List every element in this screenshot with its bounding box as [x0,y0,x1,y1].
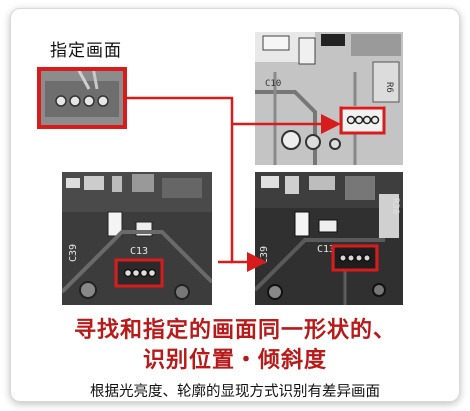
pcb-image-dark-right: C39 C13 R30 [255,172,403,305]
board-label-c13: C13 [130,246,148,257]
board-label-c39: C39 [68,244,79,262]
board-label-r30: R30 [390,198,400,214]
caption-line-1: 寻找和指定的画面同一形状的、 [73,318,396,343]
caption-note: 根据光亮度、轮廓的显现方式识别有差异画面 [90,384,380,400]
reference-template-image [37,67,127,129]
pcb-image-dark-left: C39 C13 [62,172,212,305]
board-label-c13-right: C13 [317,244,335,255]
board-label-c10: C10 [265,79,281,89]
board-label-r6: R6 [384,82,394,93]
pcb-image-bright: C10 R6 [255,32,403,165]
reference-label: 指定画面 [50,41,122,61]
board-label-c39-right: C39 [259,246,270,264]
caption-line-2: 识别位置・倾斜度 [142,348,327,373]
